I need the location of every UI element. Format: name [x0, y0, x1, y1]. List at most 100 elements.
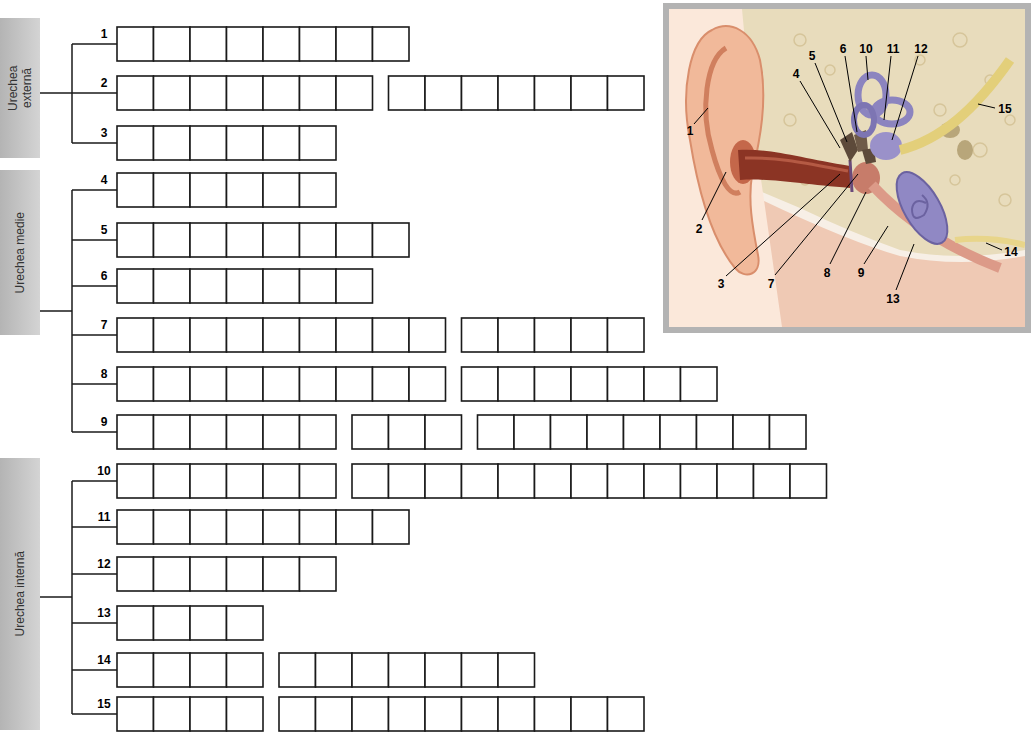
letter-box [227, 76, 264, 110]
letter-box [608, 464, 645, 498]
letter-box [117, 27, 154, 61]
letter-box [754, 464, 791, 498]
letter-box [154, 464, 191, 498]
letter-box [190, 415, 227, 449]
callout-number: 8 [824, 266, 831, 280]
label-holder: 13 [97, 603, 110, 621]
row-number: 14 [97, 653, 110, 667]
letter-box [190, 173, 227, 207]
row-number: 2 [101, 76, 108, 90]
letter-box [117, 126, 154, 160]
letter-box [300, 27, 337, 61]
letter-box [227, 367, 264, 401]
letter-box [154, 653, 191, 687]
label-holder: 5 [101, 220, 108, 238]
label-holder: 15 [998, 99, 1011, 117]
row-number: 3 [101, 126, 108, 140]
letter-box [373, 27, 410, 61]
letter-box [154, 557, 191, 591]
callout-number: 1 [687, 124, 694, 138]
letter-box [316, 697, 353, 731]
letter-box [717, 464, 754, 498]
letter-box [263, 318, 300, 352]
row-number: 10 [97, 464, 110, 478]
label-holder: 10 [97, 461, 110, 479]
letter-box [409, 318, 446, 352]
row-number: 4 [101, 173, 108, 187]
letter-box [535, 76, 572, 110]
letter-box [409, 367, 446, 401]
callout-number: 14 [1004, 245, 1017, 259]
letter-box [514, 415, 551, 449]
letter-box [190, 557, 227, 591]
letter-box [316, 653, 353, 687]
letter-box [300, 415, 337, 449]
letter-box [190, 653, 227, 687]
letter-box [660, 415, 697, 449]
letter-box [535, 318, 572, 352]
letter-box [535, 367, 572, 401]
letter-box [608, 697, 645, 731]
letter-box [608, 318, 645, 352]
letter-box [117, 697, 154, 731]
letter-box [227, 653, 264, 687]
letter-box [227, 126, 264, 160]
letter-box [117, 653, 154, 687]
row-number: 6 [101, 269, 108, 283]
letter-box [263, 269, 300, 303]
letter-box [227, 223, 264, 257]
letter-box [733, 415, 770, 449]
letter-box [535, 697, 572, 731]
group-band: Urechea medie [0, 170, 40, 335]
letter-box [190, 318, 227, 352]
letter-box [425, 76, 462, 110]
letter-box [790, 464, 827, 498]
letter-box [190, 126, 227, 160]
row-number: 11 [98, 510, 111, 524]
label-holder: 4 [101, 170, 108, 188]
letter-box [425, 697, 462, 731]
label-holder: 9 [101, 412, 108, 430]
letter-box [624, 415, 661, 449]
letter-box [389, 76, 426, 110]
letter-box [263, 27, 300, 61]
letter-box [190, 606, 227, 640]
row-number: 9 [101, 415, 108, 429]
label-holder: 10 [859, 39, 872, 57]
group-title: Urechea medie [13, 212, 27, 293]
row-number: 7 [101, 318, 108, 332]
label-holder: 2 [101, 73, 108, 91]
letter-box [425, 415, 462, 449]
callout-number: 4 [793, 67, 800, 81]
letter-box [227, 464, 264, 498]
label-holder: 9 [858, 263, 865, 281]
label-holder: 8 [824, 263, 831, 281]
letter-box [117, 173, 154, 207]
letter-box [498, 464, 535, 498]
row-number: 12 [97, 557, 110, 571]
callout-number: 13 [886, 292, 899, 306]
callout-number: 3 [718, 277, 725, 291]
letter-box [373, 367, 410, 401]
letter-box [498, 697, 535, 731]
letter-box [571, 76, 608, 110]
letter-box [571, 367, 608, 401]
letter-box [336, 223, 373, 257]
letter-box [300, 318, 337, 352]
letter-box [154, 223, 191, 257]
letter-box [154, 269, 191, 303]
letter-box [227, 415, 264, 449]
letter-box [154, 27, 191, 61]
letter-box [117, 76, 154, 110]
letter-box [352, 464, 389, 498]
label-holder: 11 [887, 39, 900, 57]
letter-box [681, 367, 718, 401]
letter-box [336, 510, 373, 544]
letter-box [389, 653, 426, 687]
letter-box [608, 367, 645, 401]
letter-box [227, 27, 264, 61]
letter-box [300, 173, 337, 207]
callout-number: 15 [998, 102, 1011, 116]
letter-box [154, 606, 191, 640]
